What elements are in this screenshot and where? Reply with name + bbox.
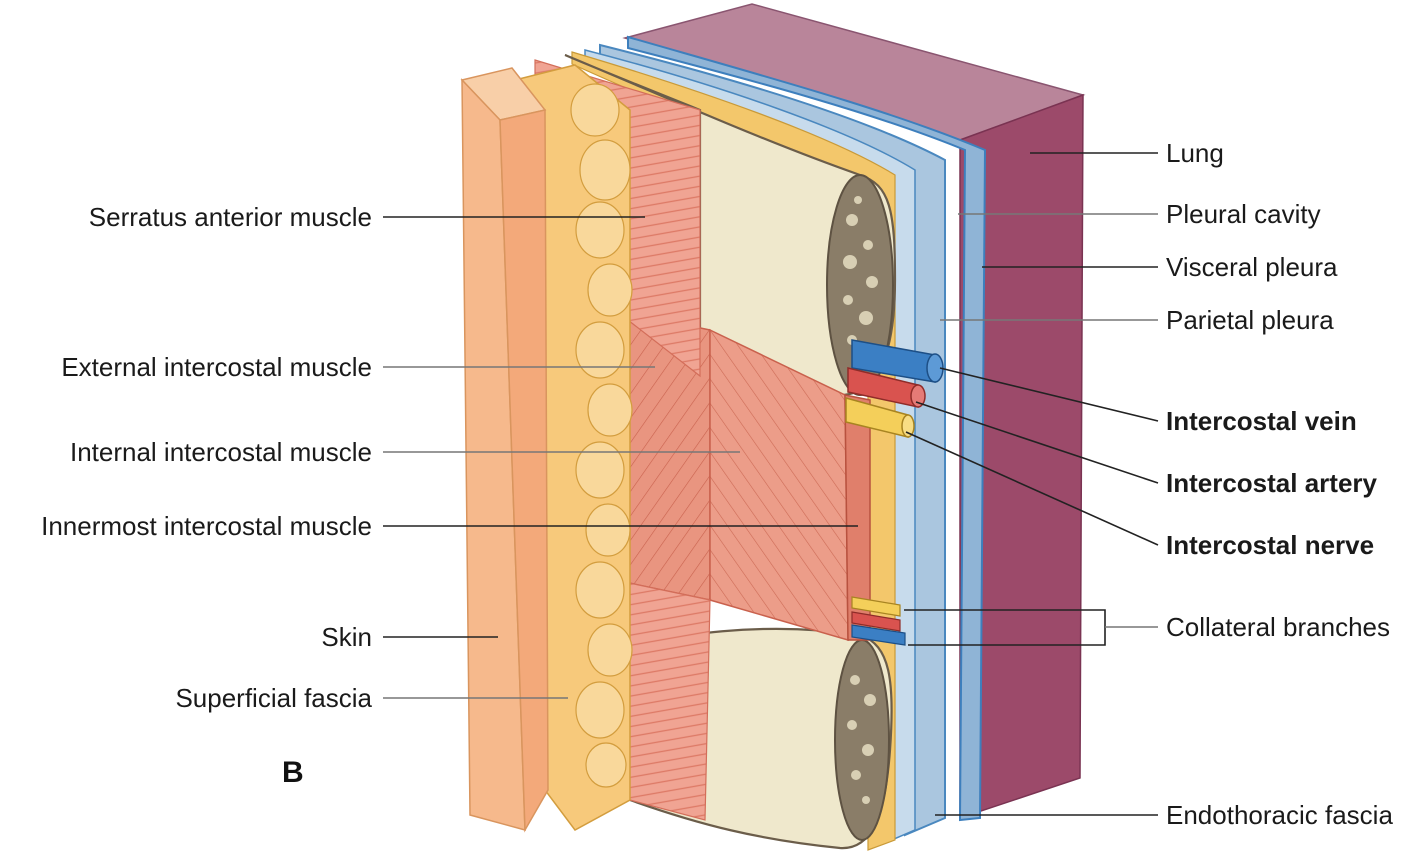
label-lung: Lung [1166,138,1224,168]
leader-lines-left [383,216,858,699]
label-parietal-pleura: Parietal pleura [1166,305,1334,335]
lung-side-face [959,93,1084,820]
intercostal-vein-vessel [851,339,944,383]
label-endothoracic-fascia: Endothoracic fascia [1166,800,1393,830]
leader-lines-right [904,152,1159,816]
label-superficial-fascia: Superficial fascia [175,683,372,713]
intercostal-artery-vessel [847,367,926,408]
neurovascular-bundle [845,339,944,646]
label-serratus-anterior: Serratus anterior muscle [89,202,372,232]
label-internal-intercostal: Internal intercostal muscle [70,437,372,467]
skin-layer [460,67,549,833]
skin-edge-face [499,109,549,833]
label-external-intercostal: External intercostal muscle [61,352,372,382]
label-visceral-pleura: Visceral pleura [1166,252,1338,282]
lung-block [622,3,1086,820]
label-skin: Skin [321,622,372,652]
label-intercostal-vein: Intercostal vein [1166,406,1357,436]
label-pleural-cavity: Pleural cavity [1166,199,1321,229]
visceral-pleura-layer [627,35,987,822]
label-intercostal-nerve: Intercostal nerve [1166,530,1374,560]
intercostal-nerve-vessel [845,397,915,438]
label-intercostal-artery: Intercostal artery [1166,468,1378,498]
label-innermost-intercostal: Innermost intercostal muscle [41,511,372,541]
collateral-branches-vessels [851,596,906,646]
label-collateral-branches: Collateral branches [1166,612,1390,642]
panel-letter: B [282,756,304,789]
lower-rib-marrow [834,639,890,841]
